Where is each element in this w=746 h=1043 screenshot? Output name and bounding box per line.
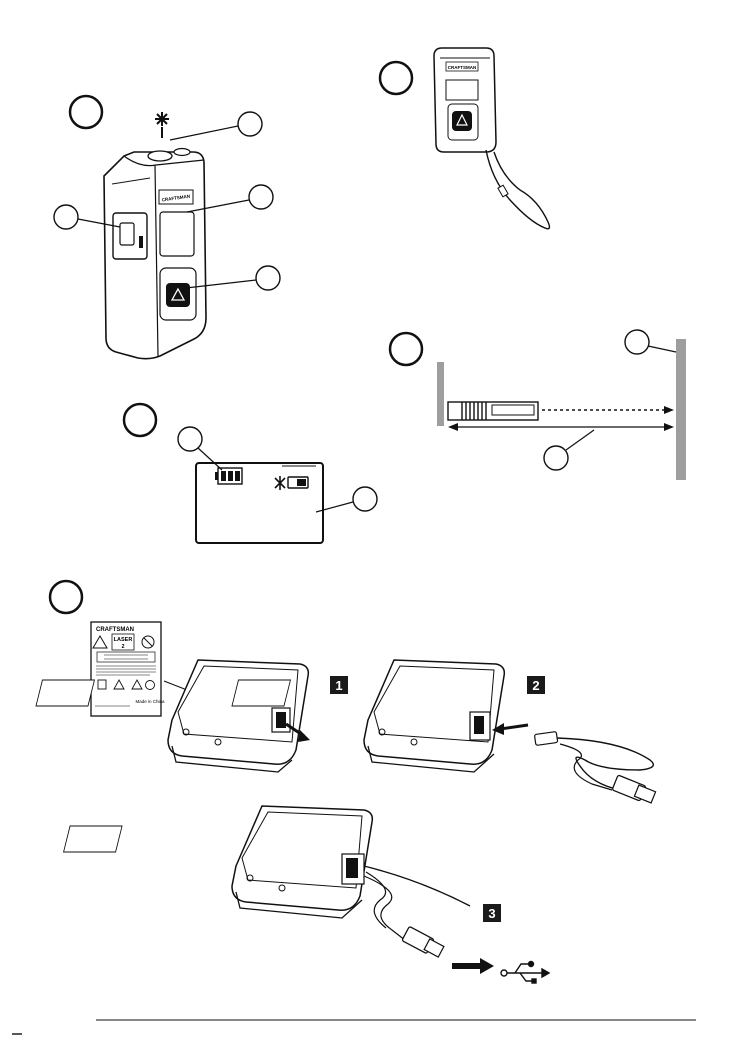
figure-2-device-strap: CRAFTSMAN — [380, 48, 549, 229]
measure-button — [166, 283, 190, 307]
label-laser-word: LASER — [114, 637, 133, 643]
battery-icon — [215, 468, 242, 484]
wrist-strap — [486, 150, 549, 229]
svg-text:3: 3 — [488, 906, 495, 921]
laser-warning-label: CRAFTSMAN LASER 2 Made in China — [91, 622, 165, 716]
callout-button — [256, 266, 280, 290]
callout-wall — [625, 330, 649, 354]
figure-5-charging: CRAFTSMAN LASER 2 Made in China — [36, 581, 656, 983]
figure-1-device-front: CRAFTSMAN — [54, 96, 280, 359]
callout-distance — [544, 446, 568, 470]
rear-wall — [437, 362, 444, 426]
figure-4-measurement — [390, 330, 686, 480]
svg-text:1: 1 — [335, 678, 342, 693]
figure-4-callout — [390, 333, 422, 365]
usb-cable — [557, 738, 653, 790]
target-wall — [676, 339, 686, 480]
callout-side-door — [54, 205, 78, 229]
callout-display — [249, 185, 273, 209]
device-display — [160, 212, 194, 256]
laser-lens — [148, 151, 172, 161]
figure-1-callout — [70, 96, 102, 128]
figure-5-callout — [50, 581, 82, 613]
step-badge-3: 3 — [483, 904, 501, 922]
label-made-in: Made in China — [135, 699, 165, 704]
usb-icon — [501, 962, 549, 984]
right-arrow-icon — [452, 958, 494, 974]
figure-3-callout — [124, 404, 156, 436]
svg-text:2: 2 — [532, 678, 539, 693]
step-badge-2: 2 — [527, 676, 545, 694]
label-brand: CRAFTSMAN — [96, 627, 134, 633]
callout-laser — [238, 112, 262, 136]
step-badge-1: 1 — [330, 676, 348, 694]
callout-lcd — [353, 487, 377, 511]
device-small-brand: CRAFTSMAN — [448, 65, 477, 70]
step-1-device-back — [36, 660, 310, 772]
label-laser-class: 2 — [121, 644, 124, 650]
figure-3-display — [124, 404, 377, 543]
figure-2-callout — [380, 62, 412, 94]
step-3-device-charging — [64, 806, 470, 957]
asterisk-icon — [155, 112, 169, 138]
callout-battery — [178, 427, 202, 451]
